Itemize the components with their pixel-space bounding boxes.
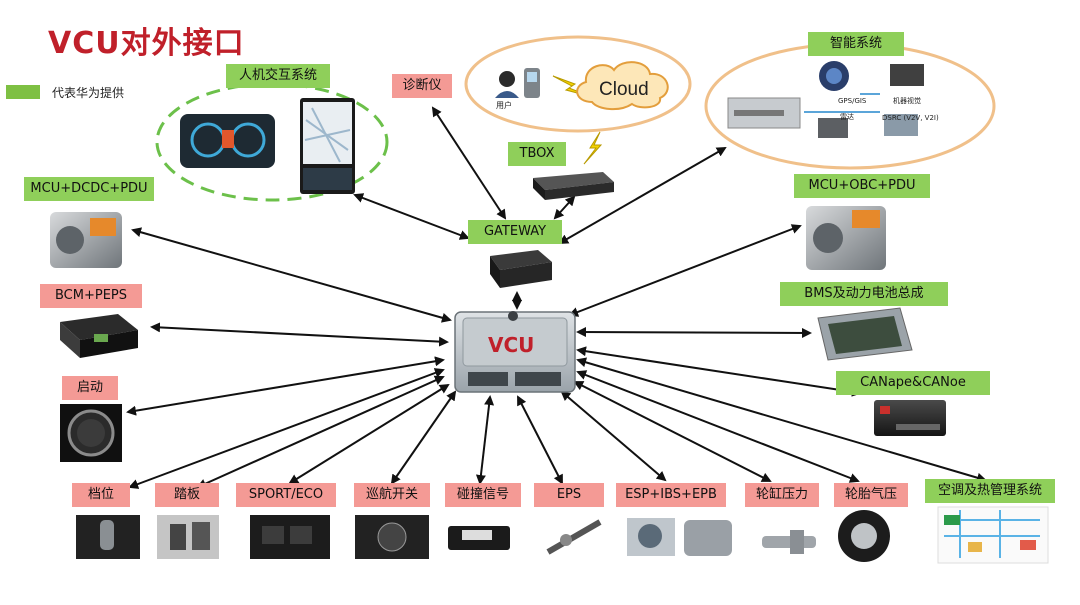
- arrow-wheel-cyl: [573, 381, 772, 482]
- legend-swatch: [6, 85, 40, 99]
- label-gateway: GATEWAY: [468, 220, 562, 244]
- gateway-device: [490, 250, 552, 288]
- label-gear: 档位: [72, 483, 130, 507]
- gear-shift-image: [76, 515, 140, 559]
- phone-icon: [524, 68, 540, 98]
- label-bcm: BCM+PEPS: [40, 284, 142, 308]
- pressure-sensor-image: [762, 530, 816, 554]
- arrow-bcm: [150, 322, 449, 347]
- hvac-diagram-image: [937, 506, 1049, 564]
- canape-box-image: [874, 400, 946, 436]
- label-canape: CANape&CANoe: [836, 371, 990, 395]
- arrow-eps: [517, 395, 563, 485]
- battery-pack-image: [817, 307, 913, 361]
- mcu-obc-pdu-image: [806, 206, 886, 270]
- label-start: 启动: [62, 376, 118, 400]
- arrow-bms: [576, 327, 812, 338]
- bcm-peps-image: [60, 314, 138, 358]
- cruise-switch-image: [355, 515, 429, 559]
- tbox-device: [533, 172, 614, 200]
- label-wheel-cyl: 轮缸压力: [745, 483, 819, 507]
- cloud-icon: [576, 61, 669, 110]
- label-cruise: 巡航开关: [354, 483, 430, 507]
- lightning-icon: [583, 131, 603, 165]
- smart-system-images: [727, 61, 924, 138]
- cloud-ellipse: [464, 35, 692, 133]
- label-sport: SPORT/ECO: [236, 483, 336, 507]
- arrow-gear: [128, 368, 445, 489]
- arrow-esp: [560, 390, 667, 482]
- sport-eco-switch-image: [250, 515, 330, 559]
- mcu-dcdc-pdu-image: [50, 212, 122, 268]
- label-crash: 碰撞信号: [445, 483, 521, 507]
- cloud-label: Cloud: [599, 79, 649, 100]
- eps-image: [546, 519, 602, 555]
- smart-sub-radar: 雷达: [840, 112, 854, 121]
- arrow-cruise: [390, 390, 457, 485]
- label-smart: 智能系统: [808, 32, 904, 56]
- user-icon: [495, 71, 519, 98]
- arrow-diag: [431, 106, 507, 220]
- smart-sub-dsrc: DSRC (V2V, V2I): [882, 114, 939, 122]
- legend-text: 代表华为提供: [52, 86, 125, 100]
- vcu-label: VCU: [488, 333, 534, 357]
- vcu-unit: [454, 311, 576, 393]
- user-label: 用户: [496, 100, 512, 110]
- tire-image: [838, 510, 890, 562]
- label-bms: BMS及动力电池总成: [780, 282, 948, 306]
- arrow-tbox: [553, 195, 576, 220]
- arrow-start: [126, 356, 445, 416]
- label-mcu-left: MCU+DCDC+PDU: [24, 177, 154, 201]
- label-esp: ESP+IBS+EPB: [616, 483, 726, 507]
- arrow-tire: [576, 370, 860, 483]
- pedal-image: [157, 515, 219, 559]
- touchscreen-map-image: [300, 98, 355, 194]
- start-button-image: [60, 404, 122, 462]
- label-hvac: 空调及热管理系统: [925, 479, 1055, 503]
- label-tbox: TBOX: [508, 142, 566, 166]
- smart-sub-gps: GPS/GIS: [838, 97, 867, 105]
- label-pedal: 踏板: [155, 483, 219, 507]
- arrow-mcu-left: [131, 227, 452, 323]
- label-eps: EPS: [534, 483, 604, 507]
- arrow-mcu-right: [568, 224, 802, 317]
- arrow-hvac: [576, 357, 987, 483]
- instrument-cluster-image: [180, 114, 275, 168]
- crash-sensor-image: [448, 526, 510, 550]
- label-diag: 诊断仪: [392, 74, 452, 98]
- smart-sub-machine: 机器视觉: [893, 96, 921, 105]
- arrow-crash: [475, 395, 495, 485]
- arrow-hmi: [353, 193, 470, 240]
- page-title: VCU对外接口: [48, 26, 245, 61]
- label-hmi: 人机交互系统: [226, 64, 330, 88]
- label-mcu-right: MCU+OBC+PDU: [794, 174, 930, 198]
- esp-ibs-epb-image: [627, 518, 732, 556]
- label-tire: 轮胎气压: [834, 483, 908, 507]
